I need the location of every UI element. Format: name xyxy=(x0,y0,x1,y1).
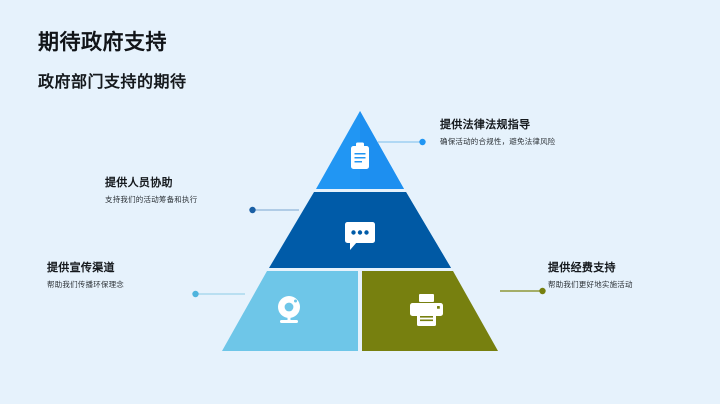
connector-dot-staff xyxy=(249,206,256,214)
callout-legal[interactable]: 提供法律法规指导 确保活动的合规性，避免法律风险 xyxy=(440,118,570,148)
callout-channel[interactable]: 提供宣传渠道 帮助我们传播环保理念 xyxy=(47,261,227,291)
page-subtitle: 政府部门支持的期待 xyxy=(38,74,187,91)
callout-channel-desc: 帮助我们传播环保理念 xyxy=(47,280,124,289)
page-title: 期待政府支持 xyxy=(38,31,167,54)
connector-dot-channel xyxy=(192,290,199,298)
callout-staff-title: 提供人员协助 xyxy=(105,177,173,189)
connector-dot-legal xyxy=(419,138,426,146)
callout-channel-title: 提供宣传渠道 xyxy=(47,262,115,274)
callout-staff[interactable]: 提供人员协助 支持我们的活动筹备和执行 xyxy=(105,176,285,206)
pyramid-tier-staff-shade xyxy=(360,192,451,268)
clipboard-icon xyxy=(351,142,369,169)
callout-staff-desc: 支持我们的活动筹备和执行 xyxy=(105,195,198,204)
callout-funding-title: 提供经费支持 xyxy=(548,262,616,274)
callout-funding-desc: 帮助我们更好地实施活动 xyxy=(548,280,633,289)
pyramid-tier-legal-shade xyxy=(360,111,404,189)
connector-dot-funding xyxy=(539,287,546,295)
webcam-icon xyxy=(278,296,300,323)
printer-icon xyxy=(410,294,443,326)
callout-legal-desc: 确保活动的合规性，避免法律风险 xyxy=(440,137,556,146)
callout-funding[interactable]: 提供经费支持 帮助我们更好地实施活动 xyxy=(548,261,718,291)
chat-bubble-icon xyxy=(345,222,375,250)
callout-legal-title: 提供法律法规指导 xyxy=(440,119,531,131)
